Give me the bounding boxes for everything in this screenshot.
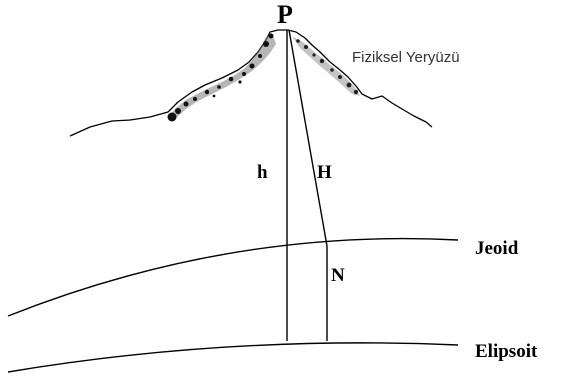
- ellipsoid-curve: [7, 342, 459, 373]
- physical-surface-label: Fiziksel Yeryüzü: [352, 49, 460, 66]
- rock-speckles-right: [296, 39, 359, 95]
- geoid-label: Jeoid: [475, 238, 519, 259]
- rock-texture-left: [168, 33, 276, 118]
- ellipsoidal-height-label: h: [257, 162, 268, 183]
- rock-texture-right: [292, 36, 360, 96]
- rock-speckles-left: [167, 33, 274, 122]
- orthometric-height-line: [288, 29, 328, 247]
- point-p-label: P: [277, 0, 293, 29]
- geoid-curve: [7, 237, 459, 317]
- physical-surface-line: [69, 29, 433, 137]
- orthometric-height-label: H: [317, 162, 332, 183]
- ellipsoid-label: Elipsoit: [475, 341, 538, 362]
- geoid-undulation-label: N: [331, 265, 345, 286]
